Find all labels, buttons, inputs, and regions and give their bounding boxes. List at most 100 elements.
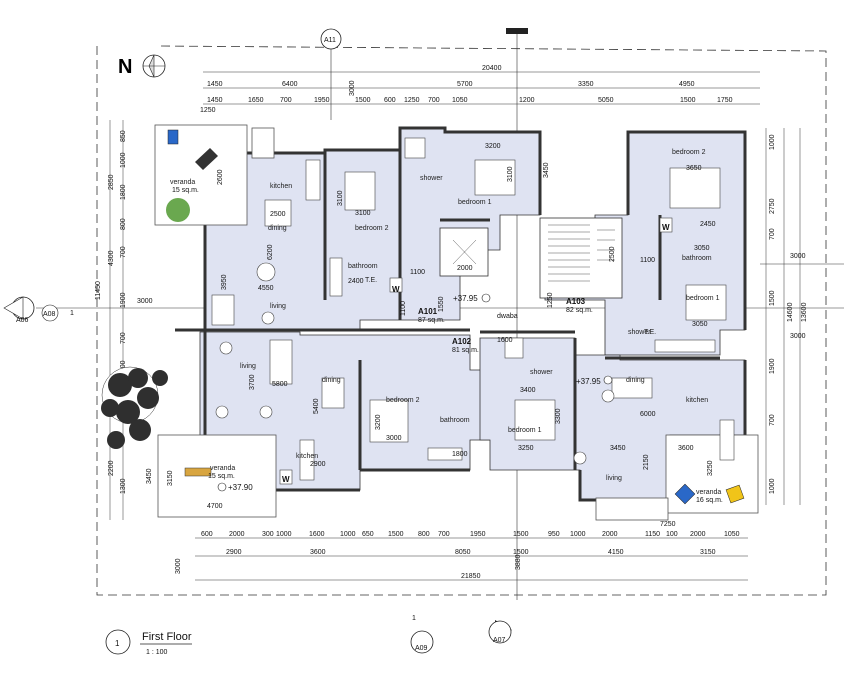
room-bedroom1-a103: bedroom 1 bbox=[686, 295, 720, 302]
dim-bottom: 650 bbox=[362, 531, 374, 538]
washer-icon bbox=[279, 469, 293, 485]
room-te-a103: T.E. bbox=[644, 329, 656, 336]
dim-int: 5400 bbox=[313, 398, 320, 414]
balcony-small bbox=[251, 127, 275, 159]
dim-int: 6000 bbox=[640, 411, 656, 418]
dim-left-5: 800 bbox=[120, 218, 127, 230]
sofa-icon bbox=[269, 339, 293, 385]
level-marker-icon bbox=[481, 293, 491, 303]
dim-overall-top: 20400 bbox=[482, 65, 502, 72]
room-kitchen-a102: kitchen bbox=[296, 453, 318, 460]
dim-int: 3400 bbox=[520, 387, 536, 394]
dim-top-3: 3000 bbox=[349, 80, 356, 96]
level-right: +37.95 bbox=[576, 377, 601, 386]
veranda-bottom-strip bbox=[595, 497, 669, 521]
dim-top-r2-12: 1500 bbox=[680, 97, 696, 104]
dim-bottom: 300 bbox=[262, 531, 274, 538]
dim-int: 3250 bbox=[518, 445, 534, 452]
dim-top-r2-7: 1250 bbox=[404, 97, 420, 104]
lounger-icon bbox=[195, 148, 218, 170]
apartment-a101-id: A101 bbox=[418, 307, 438, 316]
interior-dimensions: 3100 3100 2500 2600 6200 3950 4550 2400 … bbox=[167, 143, 716, 528]
dim-right-10: 1000 bbox=[769, 478, 776, 494]
dim-top-2: 6400 bbox=[282, 81, 298, 88]
apartment-a103-id: A103 bbox=[566, 297, 586, 306]
dim-bottom: 1050 bbox=[724, 531, 740, 538]
dim-int: 1100 bbox=[410, 269, 425, 276]
dim-right-3: 700 bbox=[769, 228, 776, 240]
dim-int: 3700 bbox=[249, 374, 256, 390]
dim-int: 1550 bbox=[438, 296, 445, 312]
top-dimensions: 20400 1450 6400 3000 5700 3350 4950 1450… bbox=[200, 65, 760, 114]
room-te-a101: T.E. bbox=[365, 277, 377, 284]
dim-int: 1800 bbox=[452, 451, 468, 458]
shower-icon bbox=[504, 337, 524, 359]
dim-right-4: 1500 bbox=[769, 290, 776, 306]
dim-left-9: 1900 bbox=[120, 292, 127, 308]
dim-left-16: 3000 bbox=[175, 558, 182, 574]
dim-int: 5800 bbox=[272, 381, 288, 388]
dim-right-2: 2750 bbox=[769, 198, 776, 214]
room-dining-bottom: dining bbox=[626, 377, 645, 384]
dim-bottom: 1600 bbox=[309, 531, 325, 538]
bathtub-icon bbox=[427, 447, 463, 461]
dim-bottom: 2000 bbox=[690, 531, 706, 538]
room-labels: kitchen dining living bedroom 2 bathroom… bbox=[170, 149, 723, 504]
washer-label-3: W bbox=[662, 223, 670, 232]
dim-top-r2-1: 1450 bbox=[207, 97, 223, 104]
dim-bottom: 700 bbox=[438, 531, 450, 538]
armchair-icon bbox=[573, 451, 587, 465]
dining-table-icon bbox=[321, 377, 345, 409]
dim-bottom: 1950 bbox=[470, 531, 486, 538]
apartment-a103-area: 82 sq.m. bbox=[566, 307, 593, 314]
armchair-icon bbox=[215, 405, 229, 419]
dim-int: 3150 bbox=[167, 470, 174, 486]
dim-right-8: 1900 bbox=[769, 358, 776, 374]
dim-bottom: 600 bbox=[201, 531, 213, 538]
bench-icon bbox=[184, 467, 212, 477]
dim-int: 1100 bbox=[640, 257, 655, 264]
coffee-table-icon bbox=[256, 262, 276, 282]
dim-top-r2-13: 1750 bbox=[717, 97, 733, 104]
dim-int: 3100 bbox=[337, 190, 344, 206]
room-veranda-bl: veranda bbox=[210, 465, 235, 472]
title-number: 1 bbox=[115, 639, 120, 648]
dim-bottom: 1000 bbox=[276, 531, 292, 538]
dim-bottom: 4150 bbox=[608, 549, 624, 556]
dim-bottom: 2900 bbox=[226, 549, 242, 556]
room-kitchen-bottom: kitchen bbox=[686, 397, 708, 404]
right-dimensions: 1000 2750 700 1500 3000 14600 13600 1900… bbox=[765, 128, 808, 505]
dim-bottom: 2000 bbox=[229, 531, 245, 538]
dim-int: 3300 bbox=[555, 408, 562, 424]
level-veranda: +37.90 bbox=[228, 483, 253, 492]
dim-left-15: 3450 bbox=[146, 468, 153, 484]
dining-table-icon bbox=[264, 199, 292, 227]
dim-int: 3050 bbox=[692, 321, 708, 328]
dim-int: 6200 bbox=[267, 244, 274, 260]
dim-top-r2-3: 700 bbox=[280, 97, 292, 104]
veranda-area-bl: 15 sq.m. bbox=[208, 473, 235, 480]
title-name: First Floor bbox=[142, 631, 192, 643]
armchair-icon bbox=[219, 341, 233, 355]
dim-left-3: 2850 bbox=[108, 174, 115, 190]
dim-right-6: 14600 bbox=[787, 302, 794, 322]
section-marker-a07: A07 bbox=[488, 620, 512, 644]
dim-int: 3100 bbox=[355, 210, 371, 217]
dim-int: 2900 bbox=[310, 461, 326, 468]
dim-top-r2-11: 5050 bbox=[598, 97, 614, 104]
dim-int: 3650 bbox=[686, 165, 702, 172]
bed-icon bbox=[669, 167, 721, 209]
washer-icon bbox=[389, 277, 403, 293]
bed-icon bbox=[474, 159, 516, 196]
bed-icon bbox=[685, 284, 727, 321]
dim-left-2: 1000 bbox=[120, 152, 127, 168]
room-bedroom2-a102: bedroom 2 bbox=[386, 397, 420, 404]
room-bedroom1-bottom: bedroom 1 bbox=[508, 427, 542, 434]
dim-bottom: 1500 bbox=[388, 531, 404, 538]
dim-top-r2-10: 1200 bbox=[519, 97, 535, 104]
dim-bottom: 1500 bbox=[513, 549, 529, 556]
dim-int: 2450 bbox=[700, 221, 716, 228]
dim-bottom: 1000 bbox=[340, 531, 356, 538]
dim-int: 2600 bbox=[217, 169, 224, 185]
